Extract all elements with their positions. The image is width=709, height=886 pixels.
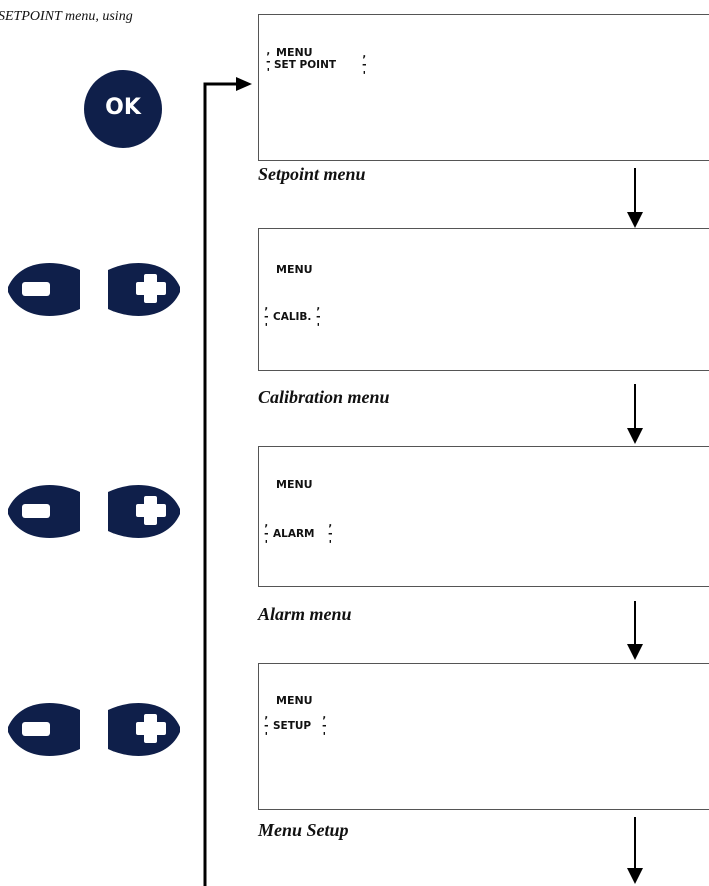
plus-button-icon[interactable]	[108, 484, 180, 539]
lcd-line2: SETUP	[273, 720, 312, 732]
loop-arrowhead	[236, 77, 252, 91]
blink-marks-left: ,-'	[265, 44, 272, 79]
minus-button-icon[interactable]	[8, 702, 80, 757]
button-pair-3	[8, 702, 180, 757]
blink-marks-left: ,-'	[263, 516, 270, 551]
caption-calibration: Calibration menu	[258, 387, 390, 407]
lcd-line2: SET POINT	[274, 59, 337, 71]
lcd-screen-setup: MENU ,-' SETUP ,-'	[258, 663, 709, 810]
lcd-screen-calib: MENU ,-' CALIB. ,-'	[258, 228, 709, 371]
minus-button-icon[interactable]	[8, 262, 80, 317]
loop-line	[203, 82, 240, 886]
down-arrow	[627, 601, 643, 660]
caption-setpoint: Setpoint menu	[258, 164, 366, 184]
lcd-line1: MENU	[276, 46, 313, 59]
button-pair-1	[8, 262, 180, 317]
plus-button-icon[interactable]	[108, 702, 180, 757]
intro-text: SETPOINT menu, using	[0, 9, 133, 24]
lcd-screen-alarm: MENU ,-' ALARM ,-'	[258, 446, 709, 587]
button-pair-2	[8, 484, 180, 539]
lcd-line2: ALARM	[273, 528, 315, 540]
caption-alarm: Alarm menu	[258, 604, 352, 624]
down-arrow	[627, 168, 643, 228]
lcd-screen-setpoint: ,-' MENU SET POINT ,-'	[258, 14, 709, 161]
blink-marks-right: ,-'	[321, 708, 328, 743]
blink-marks-right: ,-'	[327, 516, 334, 551]
lcd-line1: MENU	[276, 263, 313, 276]
lcd-line1: MENU	[276, 478, 313, 491]
minus-button-icon[interactable]	[8, 484, 80, 539]
ok-button-label: OK	[105, 95, 141, 120]
ok-button-icon[interactable]	[84, 70, 162, 148]
plus-button-icon[interactable]	[108, 262, 180, 317]
down-arrow	[627, 817, 643, 884]
blink-marks-right: ,-'	[361, 47, 368, 82]
blink-marks-right: ,-'	[315, 299, 322, 334]
blink-marks-left: ,-'	[263, 299, 270, 334]
lcd-line1: MENU	[276, 694, 313, 707]
down-arrow	[627, 384, 643, 444]
caption-setup: Menu Setup	[258, 820, 349, 840]
lcd-line2: CALIB.	[273, 311, 312, 323]
blink-marks-left: ,-'	[263, 708, 270, 743]
